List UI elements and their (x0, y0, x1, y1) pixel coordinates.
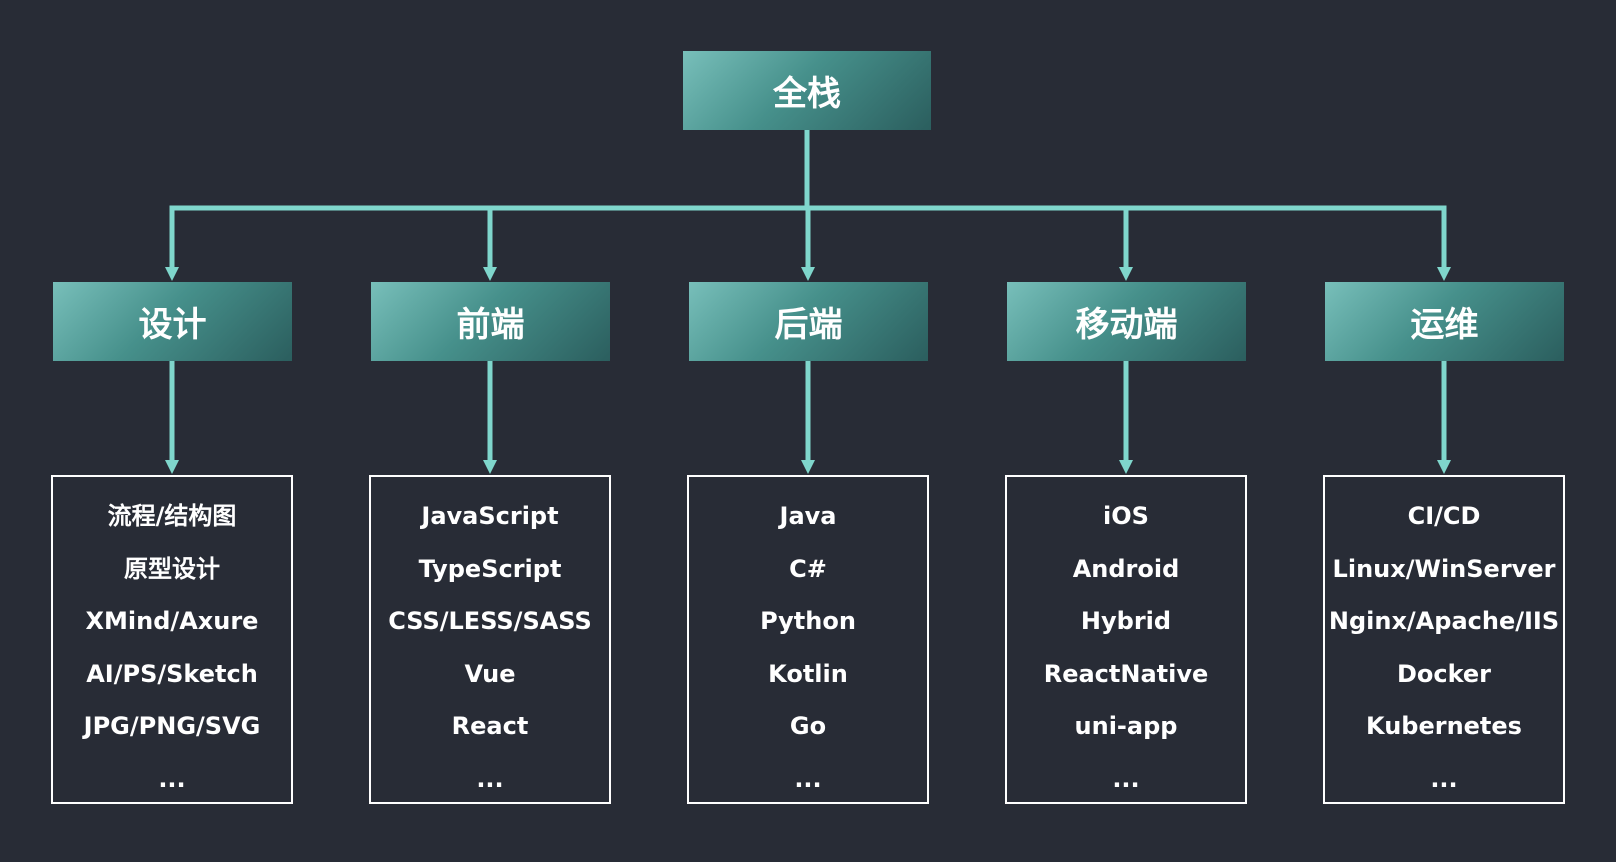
skill-item: Hybrid (1080, 607, 1172, 635)
skill-item: C# (789, 554, 827, 583)
skill-item: Kotlin (768, 659, 848, 688)
skill-list-design: 流程/结构图 原型设计 XMind/Axure AI/PS/Sketch JPG… (51, 475, 293, 804)
skill-item: Java (779, 502, 837, 530)
arrow-head-icon (165, 460, 179, 474)
skill-item: Vue (464, 659, 516, 688)
skill-item: TypeScript (418, 554, 562, 583)
skill-item: ... (476, 764, 504, 793)
skill-item: React (451, 712, 529, 740)
arrow-head-icon (1119, 267, 1133, 281)
arrow-head-icon (801, 267, 815, 281)
skill-item: 原型设计 (124, 554, 220, 583)
skill-item: JavaScript (421, 502, 559, 530)
skill-item: ... (158, 764, 186, 793)
category-node-design: 设计 (53, 282, 292, 361)
skill-item: Nginx/Apache/IIS (1328, 607, 1560, 635)
arrow-head-icon (801, 460, 815, 474)
category-label: 前端 (456, 305, 525, 345)
skill-item: Kubernetes (1366, 712, 1522, 740)
category-label: 运维 (1410, 305, 1479, 345)
skill-list-mobile: iOS Android Hybrid ReactNative uni-app .… (1005, 475, 1247, 804)
category-node-mobile: 移动端 (1007, 282, 1246, 361)
category-node-backend: 后端 (689, 282, 928, 361)
skill-item: Go (789, 712, 827, 740)
skill-item: ... (1112, 764, 1140, 793)
skill-list-backend: Java C# Python Kotlin Go ... (687, 475, 929, 804)
arrow-head-icon (1119, 460, 1133, 474)
skill-item: XMind/Axure (85, 607, 259, 635)
skill-item: AI/PS/Sketch (86, 659, 258, 688)
root-node-label: 全栈 (773, 74, 841, 114)
arrow-head-icon (483, 267, 497, 281)
category-node-ops: 运维 (1325, 282, 1564, 361)
category-node-frontend: 前端 (371, 282, 610, 361)
arrow-head-icon (1437, 460, 1451, 474)
category-label: 后端 (774, 305, 843, 345)
skill-item: uni-app (1074, 712, 1178, 740)
arrow-head-icon (165, 267, 179, 281)
skill-item: ... (1430, 764, 1458, 793)
skill-item: CI/CD (1407, 502, 1481, 530)
category-label: 移动端 (1075, 305, 1178, 345)
skill-item: Docker (1396, 659, 1492, 688)
arrow-head-icon (1437, 267, 1451, 281)
skill-item: Python (760, 607, 856, 635)
skill-item: ... (794, 764, 822, 793)
skill-list-frontend: JavaScript TypeScript CSS/LESS/SASS Vue … (369, 475, 611, 804)
arrow-head-icon (483, 460, 497, 474)
skill-item: ReactNative (1043, 659, 1209, 688)
category-label: 设计 (138, 305, 207, 345)
skill-item: iOS (1103, 502, 1149, 530)
root-node-fullstack: 全栈 (683, 51, 931, 130)
skill-item: CSS/LESS/SASS (388, 607, 592, 635)
skill-list-ops: CI/CD Linux/WinServer Nginx/Apache/IIS D… (1323, 475, 1565, 804)
skill-item: Android (1072, 554, 1180, 583)
skill-item: JPG/PNG/SVG (83, 712, 261, 740)
skill-item: Linux/WinServer (1332, 554, 1556, 583)
skill-item: 流程/结构图 (107, 502, 237, 530)
